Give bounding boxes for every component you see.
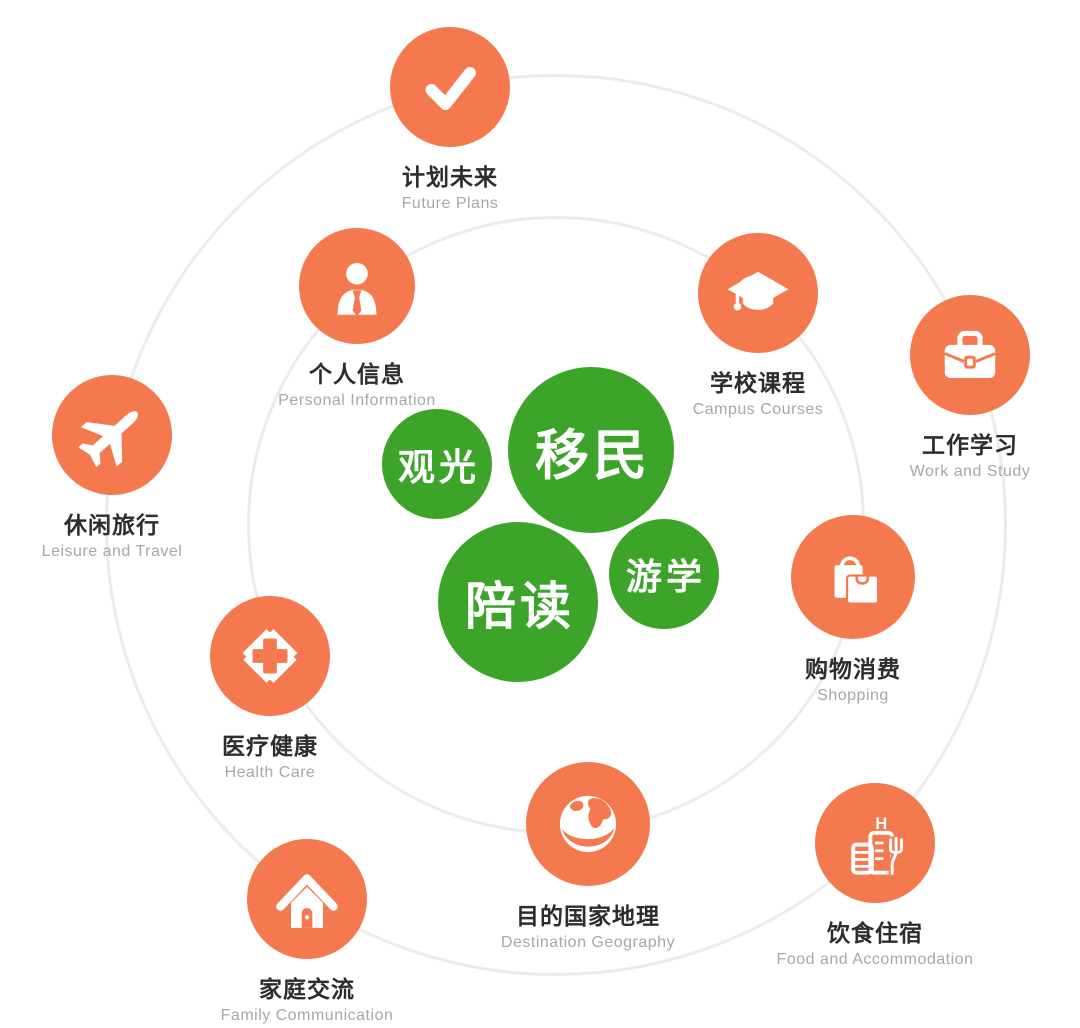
node-label-zh: 个人信息 (309, 361, 405, 387)
node-work-and-study: 工作学习 Work and Study (840, 295, 1080, 481)
hotel-sign-letter: H (875, 815, 887, 833)
health-care-circle (210, 596, 330, 716)
node-label-zh: 饮食住宿 (827, 920, 923, 946)
node-health-care: 医疗健康 Health Care (140, 596, 400, 782)
node-shopping: 购物消费 Shopping (723, 515, 983, 705)
node-label-en: Campus Courses (692, 401, 824, 418)
node-label-zh: 目的国家地理 (516, 903, 660, 929)
node-label-en: Food and Accommodation (776, 951, 974, 968)
bubble-immigration: 移民 (508, 367, 674, 533)
node-personal-information: 个人信息 Personal Information (227, 228, 487, 410)
house-icon (276, 874, 338, 928)
hotel-fork-icon: H (851, 815, 906, 877)
node-label-zh: 学校课程 (710, 370, 806, 396)
bubble-accompanying-study: 陪读 (438, 522, 598, 682)
person-icon (337, 262, 377, 317)
node-label-zh: 休闲旅行 (64, 512, 160, 538)
work-and-study-circle (910, 295, 1030, 415)
personal-information-circle (299, 228, 415, 344)
node-label-en: Leisure and Travel (41, 543, 183, 560)
leisure-and-travel-circle (52, 375, 172, 495)
family-communication-circle (247, 839, 367, 959)
node-label-en: Personal Information (278, 392, 436, 409)
medical-cross-icon (234, 620, 306, 692)
node-label-en: Health Care (224, 764, 316, 781)
bubble-study-tour: 游学 (609, 519, 719, 629)
node-food-and-accommodation: H 饮食住宿 Food and Accommodation (745, 783, 1005, 969)
food-and-accommodation-circle: H (815, 783, 935, 903)
node-label-en: Future Plans (401, 195, 499, 212)
graduation-cap-icon (727, 271, 789, 311)
node-label-en: Shopping (817, 687, 889, 704)
campus-courses-circle (698, 233, 818, 353)
node-family-communication: 家庭交流 Family Communication (177, 839, 437, 1025)
node-campus-courses: 学校课程 Campus Courses (628, 233, 888, 419)
node-label-en: Family Communication (220, 1007, 394, 1024)
briefcase-icon (944, 330, 996, 379)
globe-icon (559, 795, 617, 853)
node-label-zh: 家庭交流 (259, 976, 355, 1002)
node-label-zh: 医疗健康 (222, 733, 318, 759)
destination-geography-circle (526, 762, 650, 886)
check-icon (425, 67, 476, 110)
node-future-plans: 计划未来 Future Plans (320, 27, 580, 213)
bubble-sightseeing: 观光 (382, 409, 492, 519)
node-label-en: Destination Geography (500, 934, 676, 951)
shopping-circle (791, 515, 915, 639)
node-label-en: Work and Study (909, 463, 1031, 480)
node-label-zh: 购物消费 (805, 656, 901, 682)
node-destination-geography: 目的国家地理 Destination Geography (458, 762, 718, 952)
node-label-zh: 工作学习 (922, 432, 1018, 458)
future-plans-circle (390, 27, 510, 147)
node-leisure-and-travel: 休闲旅行 Leisure and Travel (0, 375, 242, 561)
airplane-icon (78, 411, 139, 468)
outer-orbit-ring (105, 74, 1007, 976)
shopping-bags-icon (834, 556, 880, 605)
node-label-zh: 计划未来 (402, 164, 498, 190)
